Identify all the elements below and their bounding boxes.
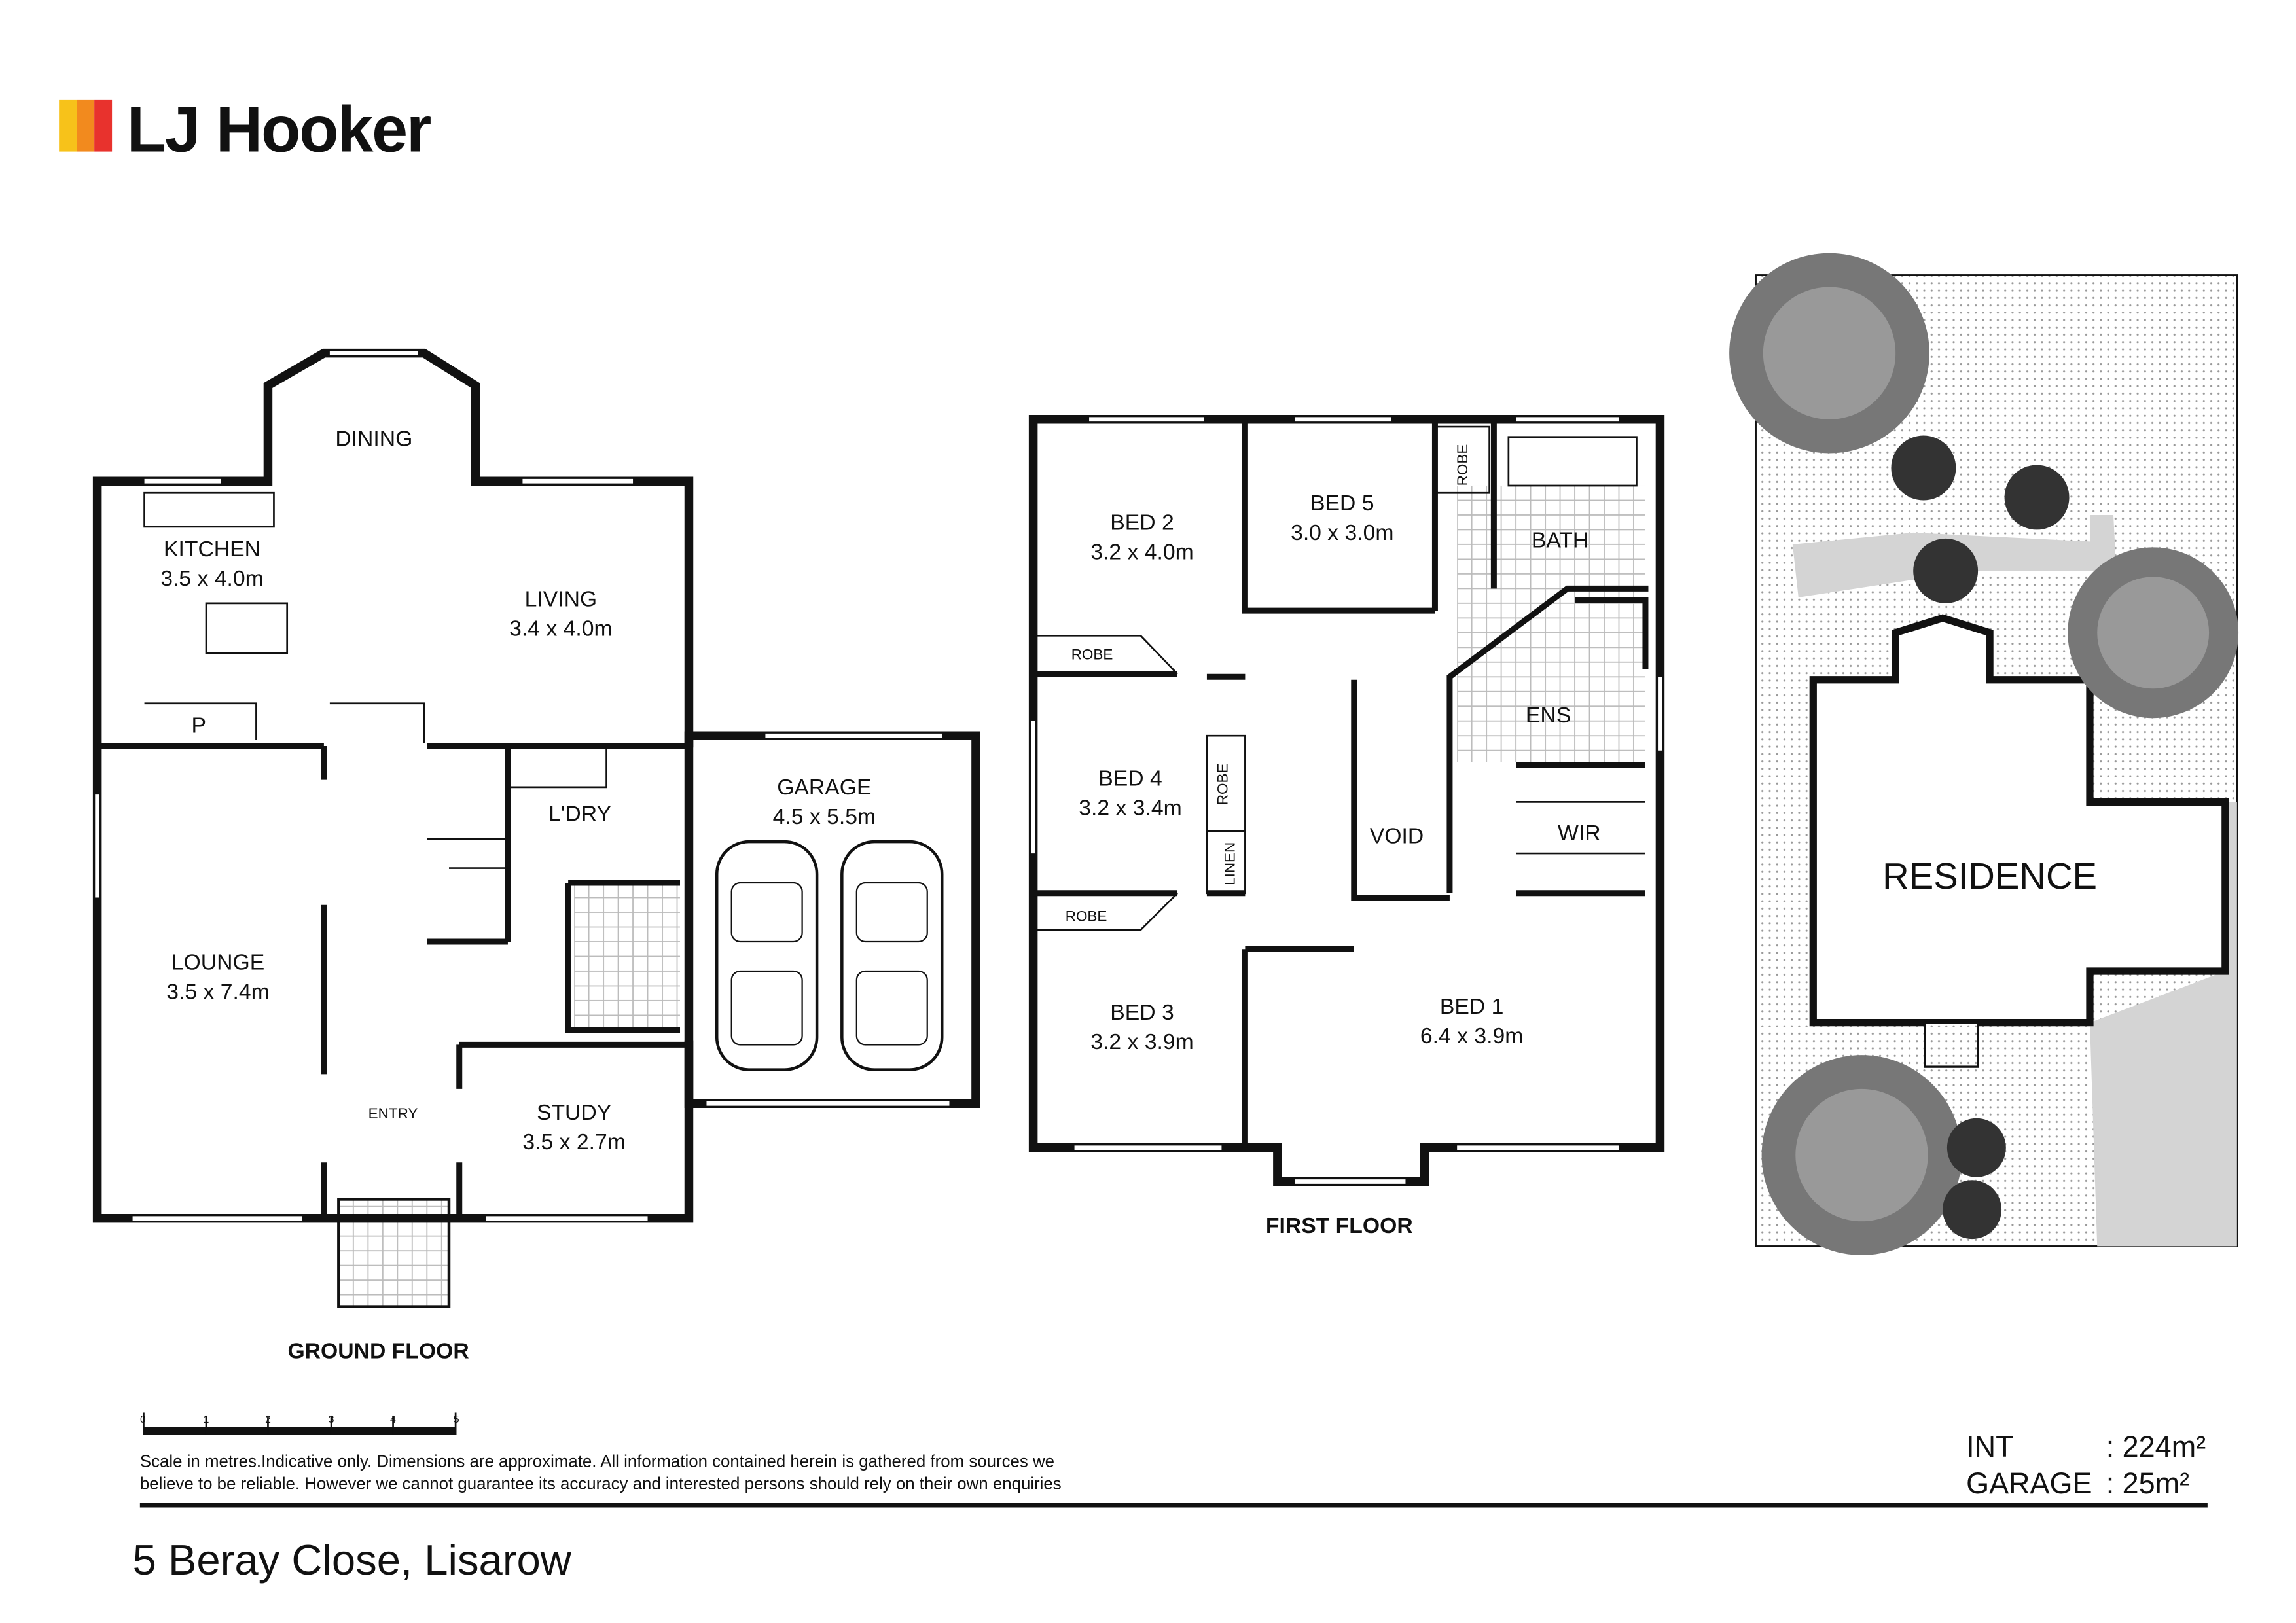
residence-footprint bbox=[1809, 614, 2229, 1027]
room-label: ROBE bbox=[1454, 444, 1471, 486]
room-label: LOUNGE bbox=[171, 950, 264, 975]
room-label: ENS bbox=[1526, 703, 1571, 728]
logo-bar-yellow bbox=[59, 99, 77, 152]
scale-tick: 4 bbox=[390, 1414, 396, 1425]
first-floor-plan: BED 2 3.2 x 4.0m BED 5 3.0 x 3.0m ROBE B… bbox=[1028, 415, 1665, 1238]
room-dims: 3.2 x 3.9m bbox=[1090, 1029, 1193, 1054]
room-label: LINEN bbox=[1222, 842, 1238, 885]
room-label: BED 3 bbox=[1110, 1000, 1174, 1025]
room-dims: 3.5 x 2.7m bbox=[522, 1130, 625, 1154]
room-dims: 3.0 x 3.0m bbox=[1291, 520, 1393, 545]
scale-tick: 2 bbox=[265, 1414, 271, 1425]
logo-bar-red bbox=[94, 99, 113, 152]
room-dims: 3.5 x 7.4m bbox=[166, 980, 269, 1005]
site-plan: RESIDENCE bbox=[1729, 253, 2239, 1255]
disclaimer-line: believe to be reliable. However we canno… bbox=[140, 1474, 1062, 1493]
room-label: BED 5 bbox=[1310, 491, 1374, 516]
scale-tick: 3 bbox=[329, 1414, 334, 1425]
car-icon bbox=[840, 840, 944, 1071]
area-summary: INT : 224m² GARAGE : 25m² bbox=[1966, 1430, 2206, 1500]
room-label: VOID bbox=[1370, 823, 1424, 848]
room-label: LIVING bbox=[525, 586, 598, 611]
residence-label: RESIDENCE bbox=[1882, 855, 2097, 897]
room-label: P bbox=[192, 713, 207, 738]
property-address: 5 Beray Close, Lisarow bbox=[133, 1536, 572, 1584]
room-dims: 3.5 x 4.0m bbox=[160, 566, 263, 591]
room-dims: 6.4 x 3.9m bbox=[1420, 1024, 1523, 1048]
room-label: WIR bbox=[1558, 821, 1601, 846]
area-value: : 25m² bbox=[2106, 1467, 2189, 1500]
room-label: STUDY bbox=[537, 1100, 611, 1125]
tree-icon bbox=[1761, 1055, 1962, 1255]
room-dims: 3.2 x 3.4m bbox=[1079, 796, 1181, 821]
ground-floor-plan: DINING KITCHEN 3.5 x 4.0m LIVING 3.4 x 4… bbox=[92, 348, 980, 1363]
room-label: ROBE bbox=[1071, 646, 1113, 662]
room-label: BED 2 bbox=[1110, 510, 1174, 535]
disclaimer-line: Scale in metres.Indicative only. Dimensi… bbox=[140, 1453, 1054, 1471]
first-floor-title: FIRST FLOOR bbox=[1266, 1213, 1413, 1238]
logo-text: LJ Hooker bbox=[127, 93, 431, 166]
logo-bar-orange bbox=[77, 99, 95, 152]
room-dims: 4.5 x 5.5m bbox=[773, 804, 876, 829]
room-dims: 3.2 x 4.0m bbox=[1090, 539, 1193, 564]
area-value: : 224m² bbox=[2106, 1430, 2206, 1463]
ground-floor-title: GROUND FLOOR bbox=[287, 1338, 469, 1363]
driveway bbox=[2089, 802, 2237, 1247]
scale-tick: 5 bbox=[454, 1414, 459, 1425]
room-label: KITCHEN bbox=[164, 537, 260, 562]
tree-icon bbox=[2068, 547, 2239, 719]
room-label: BATH bbox=[1532, 527, 1588, 552]
lj-hooker-logo: LJ Hooker bbox=[59, 93, 432, 166]
scale-tick: 1 bbox=[204, 1414, 209, 1425]
room-label: ROBE bbox=[1066, 908, 1107, 925]
room-label: BED 4 bbox=[1098, 766, 1162, 791]
room-label: BED 1 bbox=[1440, 994, 1503, 1019]
room-label: L'DRY bbox=[548, 802, 611, 827]
area-label: GARAGE bbox=[1966, 1467, 2092, 1500]
scale-tick: 0 bbox=[140, 1414, 146, 1425]
room-label: ROBE bbox=[1214, 764, 1230, 806]
area-label: INT bbox=[1966, 1430, 2013, 1463]
shrub-icon bbox=[1891, 435, 2070, 1240]
room-label: GARAGE bbox=[777, 775, 871, 800]
car-icon bbox=[715, 840, 819, 1071]
room-label: DINING bbox=[335, 426, 412, 451]
bathroom-tiles bbox=[574, 883, 681, 1030]
room-label: ENTRY bbox=[368, 1105, 418, 1122]
tree-icon bbox=[1729, 253, 1929, 454]
scale-bar: 0 1 2 3 4 5 bbox=[140, 1412, 459, 1435]
room-dims: 3.4 x 4.0m bbox=[509, 616, 612, 641]
wet-area-tiles bbox=[1457, 485, 1645, 762]
